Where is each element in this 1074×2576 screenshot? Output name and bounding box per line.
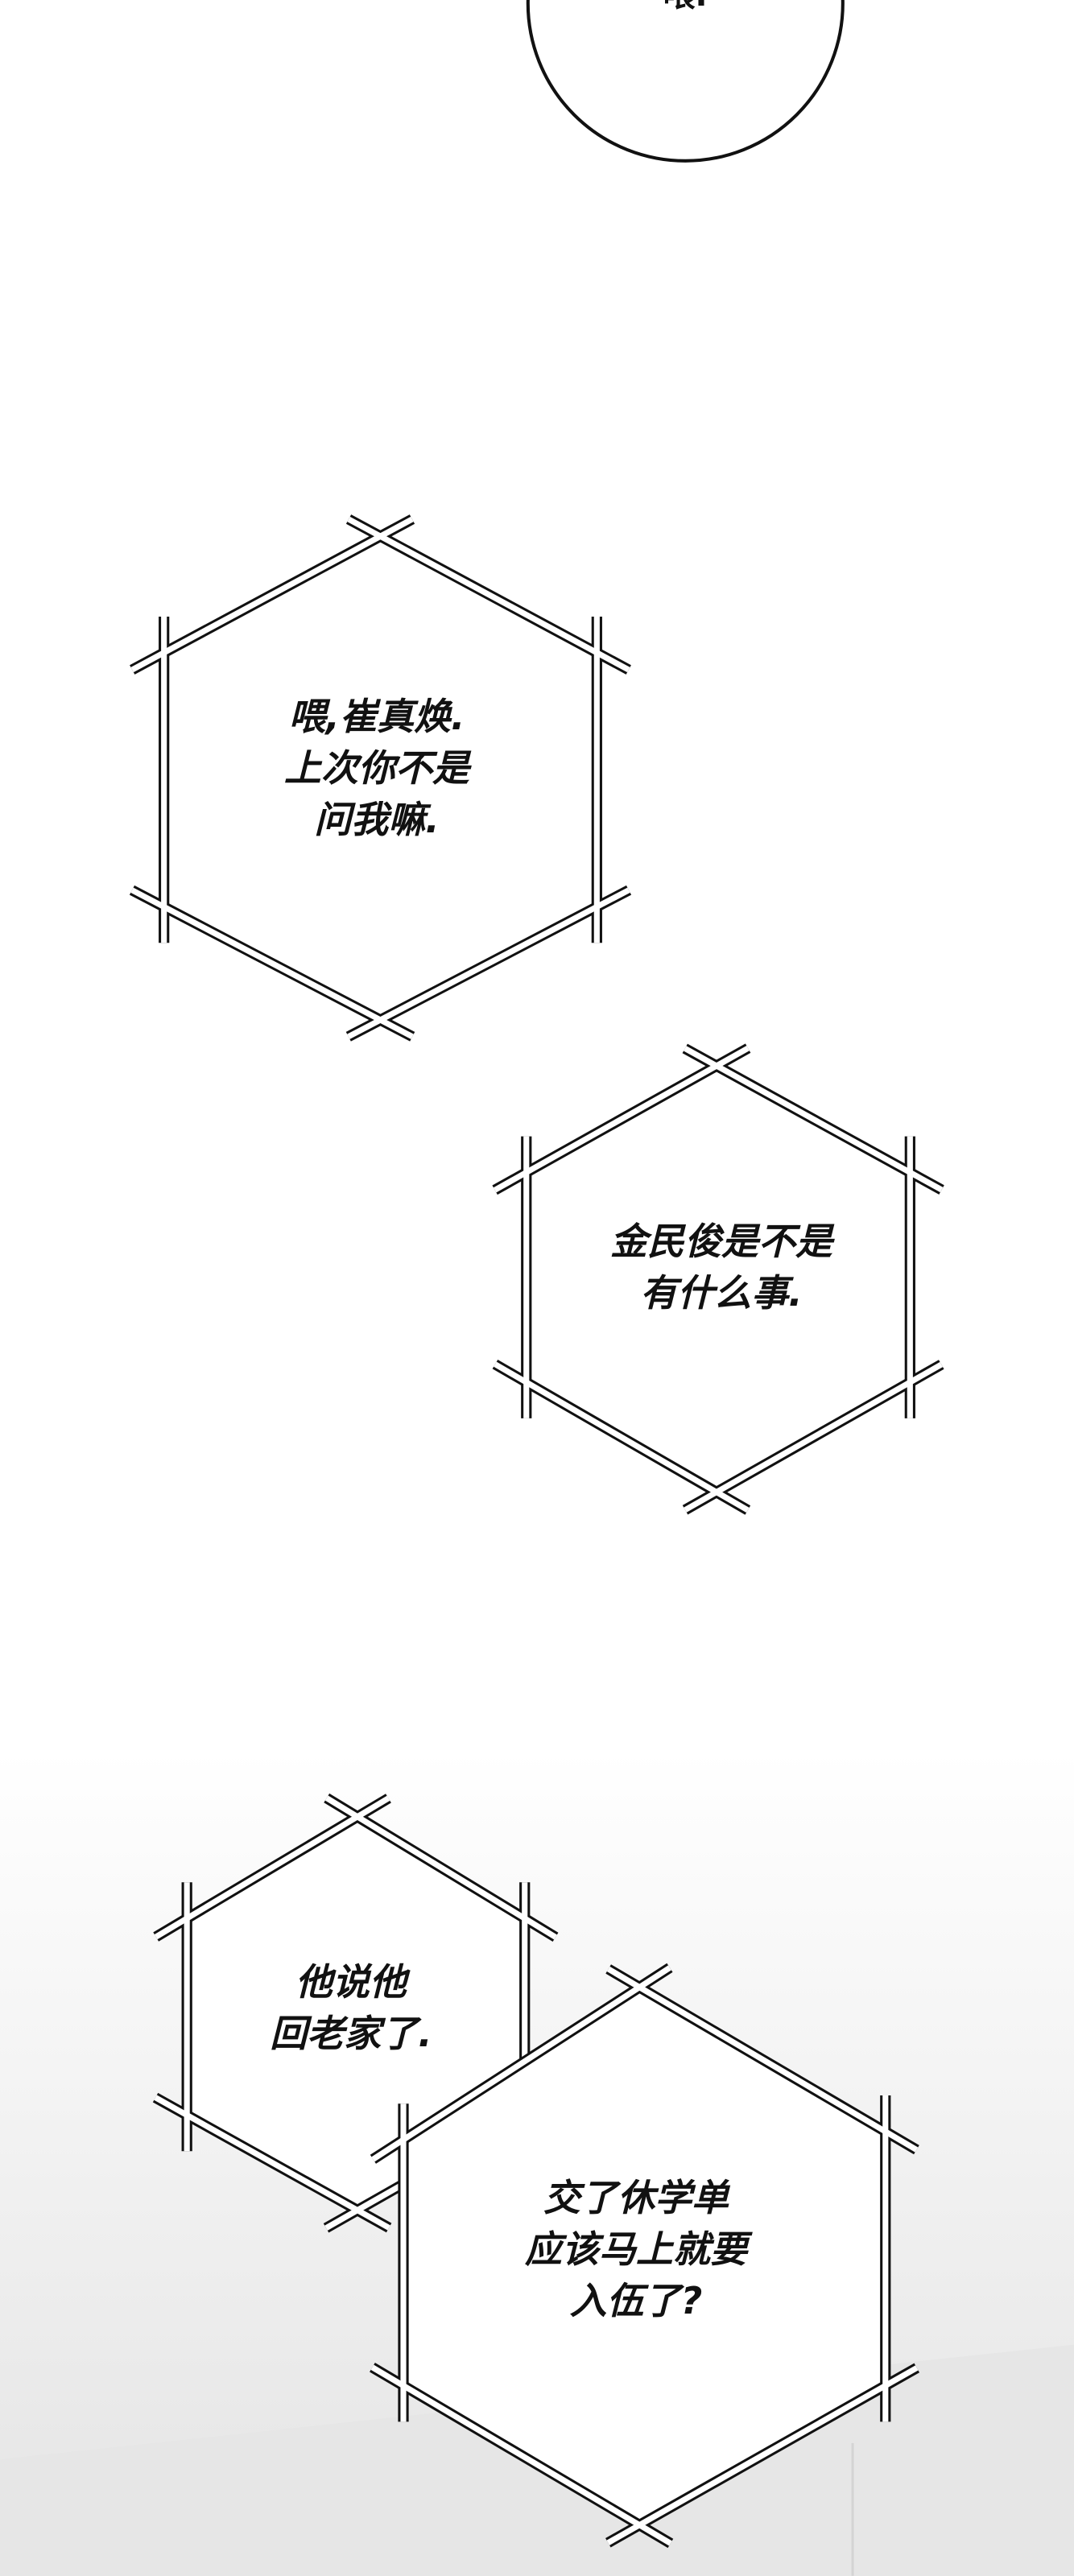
bubble-fill <box>403 1987 886 2525</box>
bubble-frame-stroke <box>606 1966 919 2153</box>
bubble-hex4-text: 交了休学单 应该马上就要 入伍了? <box>525 2172 747 2326</box>
bubble-hex3-text: 他说他 回老家了. <box>270 1956 432 2059</box>
bubble-frame-stroke <box>684 1361 944 1513</box>
bubble-fill <box>163 536 597 1021</box>
text-line: 入伍了? <box>569 2279 703 2322</box>
text-line: 问我嘛. <box>314 798 440 841</box>
bubble-hex2-text: 金民俊是不是 有什么事. <box>610 1216 832 1319</box>
speech-bubble-round <box>526 0 845 163</box>
text-line: 应该马上就要 <box>525 2227 747 2271</box>
bubble-fill <box>526 1066 911 1492</box>
bubble-frame-stroke <box>130 887 414 1039</box>
text-line: 上次你不是 <box>284 746 469 790</box>
text-line: 喂. <box>663 0 707 21</box>
speech-bubble-hexagon <box>129 514 632 1042</box>
text-line: 回老家了. <box>270 2012 432 2055</box>
text-line: 喂,崔真焕. <box>288 695 465 738</box>
speech-bubble-hexagon <box>492 1043 944 1515</box>
bubble-frame-stroke <box>370 2364 672 2546</box>
bubble-frame-stroke <box>130 516 414 673</box>
bubble-frame-stroke <box>347 516 630 673</box>
text-line: 金民俊是不是 <box>610 1220 832 1263</box>
text-line: 有什么事. <box>640 1271 803 1315</box>
bubble-frame-stroke <box>371 1965 671 2162</box>
bubble-frame-stroke <box>493 1046 750 1193</box>
text-line: 交了休学单 <box>543 2176 729 2219</box>
bubble-circle-text: 喂. <box>663 0 707 21</box>
bubble-frame-stroke <box>324 1795 557 1940</box>
bubble-frame-stroke <box>606 2365 919 2545</box>
bubble-frame-stroke <box>347 887 630 1039</box>
speech-bubble-hexagon <box>370 1963 920 2549</box>
text-line: 他说他 <box>295 1960 407 2004</box>
bubble-frame-stroke <box>154 1795 390 1940</box>
bubble-hex1-text: 喂,崔真焕. 上次你不是 问我嘛. <box>284 691 469 845</box>
bubble-frame-stroke <box>494 1361 750 1513</box>
bubble-frame-stroke <box>684 1046 944 1193</box>
bubble-frame-stroke <box>154 2095 390 2231</box>
